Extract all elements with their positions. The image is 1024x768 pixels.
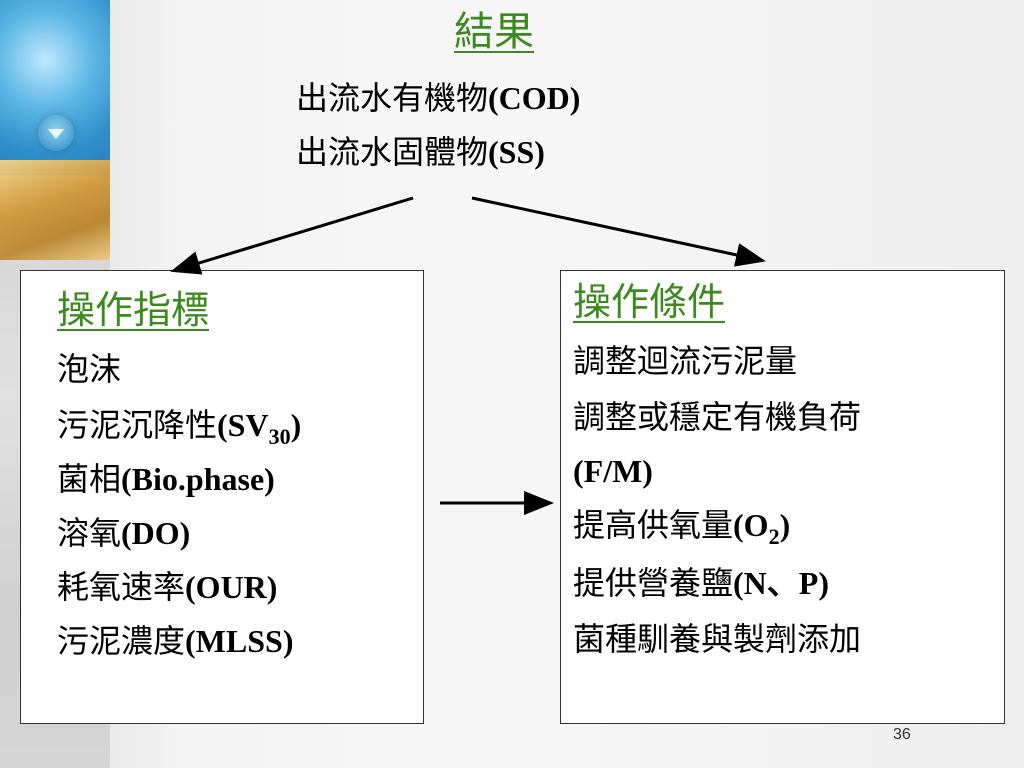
result-cod-abbr: (COD) [488, 80, 581, 116]
indicator-text: 污泥濃度 [57, 622, 186, 660]
indicator-item: 耗氧速率(OUR) [57, 571, 277, 603]
chevron-down-icon [38, 115, 74, 151]
decorative-gold-panel [0, 160, 110, 260]
indicator-text: 泡沫 [57, 350, 122, 388]
result-cod-label: 出流水有機物 [296, 79, 489, 117]
indicator-item: 污泥沉降性(SV30) [57, 409, 301, 448]
indicator-abbr: (DO) [121, 515, 191, 551]
operation-indicators-heading: 操作指標 [57, 288, 210, 332]
condition-subscript: 2 [768, 524, 780, 549]
indicator-subscript: 30 [268, 424, 291, 449]
condition-abbr: (O [733, 507, 769, 543]
indicator-abbr: (Bio.phase) [121, 461, 275, 497]
condition-item: 調整迴流污泥量 [573, 345, 797, 377]
condition-abbr-close: ) [779, 507, 791, 543]
indicator-item: 菌相(Bio.phase) [57, 463, 275, 495]
condition-text: 調整迴流污泥量 [573, 342, 798, 380]
condition-item: 提高供氧量(O2) [573, 509, 790, 548]
indicator-item: 溶氧(DO) [57, 517, 190, 549]
condition-abbr: (F/M) [573, 453, 653, 489]
page-number: 36 [893, 726, 911, 743]
condition-item: 調整或穩定有機負荷 [573, 401, 861, 433]
operation-conditions-heading: 操作條件 [573, 280, 726, 324]
result-ss-abbr: (SS) [488, 134, 545, 170]
condition-text: 提供營養鹽 [573, 564, 734, 602]
indicator-item: 污泥濃度(MLSS) [57, 625, 293, 657]
condition-abbr: (N、P) [733, 565, 829, 601]
condition-item: 提供營養鹽(N、P) [573, 567, 829, 599]
indicator-abbr: (MLSS) [185, 623, 294, 659]
condition-text: 菌種馴養與製劑添加 [573, 620, 862, 658]
operation-indicators-box: 操作指標 泡沫 污泥沉降性(SV30) 菌相(Bio.phase) 溶氧(DO)… [20, 270, 424, 724]
condition-item: (F/M) [573, 455, 653, 487]
condition-text: 提高供氧量 [573, 506, 734, 544]
condition-text: 調整或穩定有機負荷 [573, 398, 862, 436]
indicator-text: 污泥沉降性 [57, 406, 218, 444]
indicator-item: 泡沫 [57, 353, 121, 385]
indicator-text: 菌相 [57, 460, 122, 498]
indicator-text: 溶氧 [57, 514, 122, 552]
operation-conditions-box: 操作條件 調整迴流污泥量 調整或穩定有機負荷 (F/M) 提高供氧量(O2) 提… [560, 270, 1005, 724]
indicator-abbr-close: ) [290, 407, 302, 443]
indicator-abbr: (SV [217, 407, 269, 443]
condition-item: 菌種馴養與製劑添加 [573, 623, 861, 655]
result-ss-label: 出流水固體物 [296, 133, 489, 171]
slide-title: 結果 [454, 9, 534, 55]
result-cod: 出流水有機物(COD) [296, 82, 580, 114]
result-ss: 出流水固體物(SS) [296, 136, 545, 168]
indicator-abbr: (OUR) [185, 569, 278, 605]
indicator-text: 耗氧速率 [57, 568, 186, 606]
